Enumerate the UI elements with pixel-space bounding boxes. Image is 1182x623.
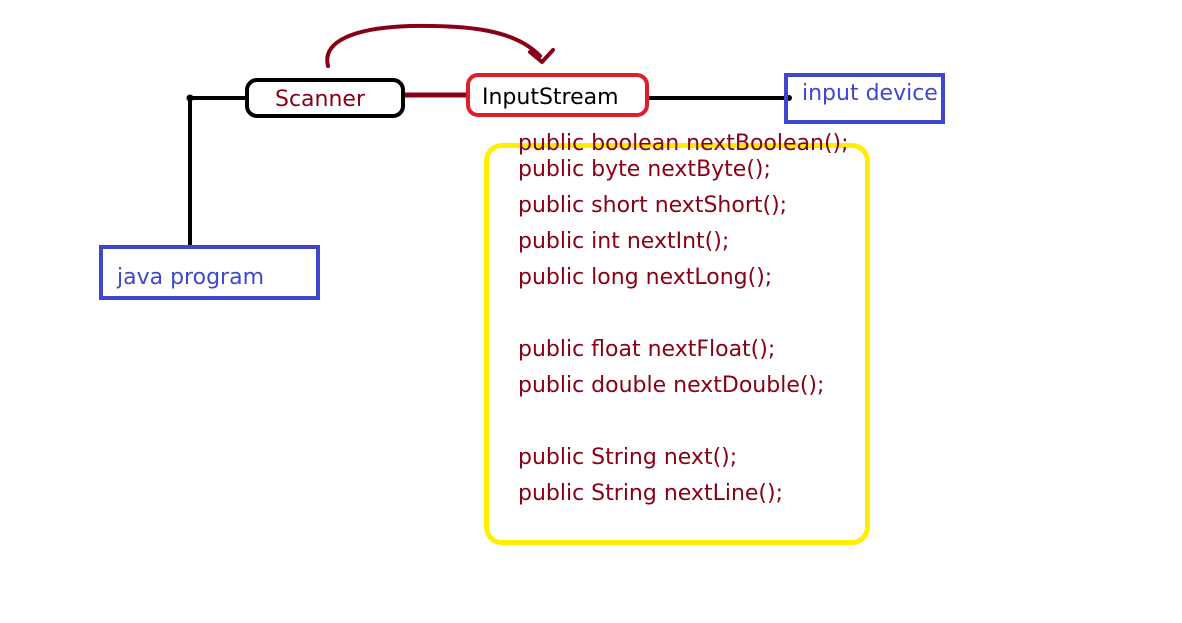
java-program-label: java program — [117, 265, 264, 290]
scanner-to-inputstream-arrow — [325, 23, 542, 68]
method-item: public String nextLine(); — [518, 481, 783, 506]
method-item: public byte nextByte(); — [518, 157, 771, 182]
method-item: public long nextLong(); — [518, 265, 773, 290]
scanner-label: Scanner — [275, 87, 366, 112]
method-item: public int nextInt(); — [518, 229, 730, 254]
method-group-spacer — [518, 296, 849, 332]
arrow-head-icon — [528, 48, 555, 64]
inputstream-node: InputStream — [466, 73, 649, 117]
methods-list: public boolean nextBoolean(); public byt… — [518, 126, 849, 512]
method-item: public boolean nextBoolean(); — [518, 131, 849, 156]
inputstream-label: InputStream — [482, 85, 619, 110]
method-group-spacer — [518, 404, 849, 440]
methods-box — [484, 143, 870, 545]
input-device-label: input device — [802, 81, 938, 106]
input-device-node: input device — [784, 73, 945, 124]
java-program-node: java program — [99, 245, 320, 300]
method-item: public double nextDouble(); — [518, 373, 825, 398]
method-item: public String next(); — [518, 445, 738, 470]
scanner-node: Scanner — [245, 78, 405, 118]
method-item: public float nextFloat(); — [518, 337, 776, 362]
method-item: public short nextShort(); — [518, 193, 788, 218]
